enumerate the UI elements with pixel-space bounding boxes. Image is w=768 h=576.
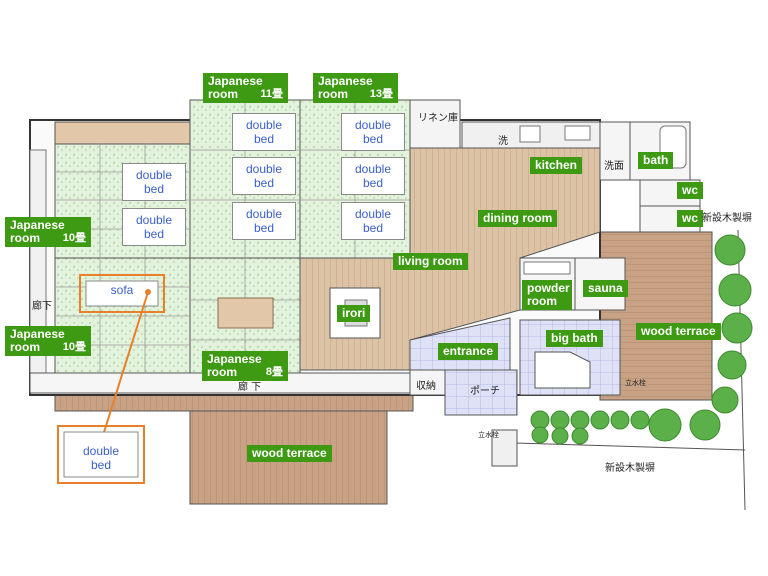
- label-bath: bath: [638, 152, 674, 169]
- label-japanese-room-13: Japanese room 13畳: [313, 73, 398, 103]
- label-big-bath: big bath: [546, 330, 603, 347]
- note-linen: リネン庫: [418, 113, 458, 124]
- note-washroom: 洗面: [604, 161, 624, 172]
- note-corridor-left: 廊下: [32, 301, 52, 312]
- label-line2: room: [10, 340, 40, 354]
- sofabed-text-2: bed: [90, 458, 112, 472]
- label-line1: Japanese: [10, 218, 65, 232]
- label-line2: room: [207, 365, 237, 379]
- label-irori: irori: [337, 305, 371, 322]
- note-faucet-a: 立水栓: [478, 431, 499, 439]
- sofa-label: sofa: [110, 283, 134, 297]
- label-wood-terrace-bottom: wood terrace: [247, 445, 332, 462]
- big-bath-tub: [534, 351, 591, 389]
- sofabed-shape: [63, 431, 139, 478]
- label-line1: Japanese: [318, 74, 373, 88]
- sofa-highlight-frame: [79, 274, 165, 313]
- label-dining-room: dining room: [478, 210, 558, 227]
- label-wc-1: wc: [677, 182, 704, 199]
- sofabed-highlight-frame: [57, 425, 145, 484]
- label-line1: Japanese: [207, 352, 262, 366]
- label-kitchen: kitchen: [530, 157, 583, 174]
- powder-basins: [523, 261, 571, 275]
- bed-text-1: double: [245, 162, 283, 176]
- label-line2: room: [318, 87, 348, 101]
- label-line2: room: [208, 87, 238, 101]
- label-line1: powder: [527, 281, 570, 295]
- stove: [519, 125, 541, 143]
- note-corridor-bottom: 廊 下: [238, 382, 262, 393]
- note-faucet-b: 立水栓: [625, 379, 646, 387]
- faucet-base: [491, 429, 518, 467]
- label-line2: room: [10, 231, 40, 245]
- bed-text-2: bed: [362, 132, 383, 146]
- label-japanese-room-8: Japanese room 8畳: [202, 351, 288, 381]
- label-wc-2: wc: [677, 210, 704, 227]
- washroom-floor: [599, 121, 631, 181]
- label-tatami: 10畳: [62, 232, 86, 244]
- label-line1: Japanese: [10, 327, 65, 341]
- note-porch: ポーチ: [470, 386, 500, 397]
- bed-text-2: bed: [143, 182, 164, 196]
- label-powder-room: powder room: [522, 280, 572, 310]
- bed-text-2: bed: [143, 227, 164, 241]
- label-living-room: living room: [393, 253, 468, 270]
- low-table: [217, 297, 274, 329]
- bed-text-1: double: [245, 118, 283, 132]
- label-tatami: 13畳: [369, 88, 393, 100]
- garden-trees: [530, 234, 753, 445]
- linen-room-floor: [409, 99, 461, 149]
- bed-text-2: bed: [362, 176, 383, 190]
- label-japanese-room-10-upper: Japanese room 10畳: [5, 217, 91, 247]
- sink: [564, 125, 591, 141]
- label-japanese-room-10-lower: Japanese room 10畳: [5, 326, 91, 356]
- label-japanese-room-11: Japanese room 11畳: [203, 73, 288, 103]
- label-line2: room: [527, 294, 557, 308]
- sofabed-text-1: double: [82, 444, 120, 458]
- bed-text-2: bed: [253, 132, 274, 146]
- sofa-pointer-line: [99, 291, 149, 446]
- bed-text-2: bed: [253, 221, 274, 235]
- note-storage: 収納: [416, 381, 436, 392]
- note-fence-bottom: 新設木製塀: [605, 463, 655, 474]
- tokonoma-left: [54, 121, 191, 145]
- note-fence-right: 新設木製塀: [702, 213, 752, 224]
- bed-text-1: double: [135, 213, 173, 227]
- bed-text-1: double: [354, 207, 392, 221]
- label-sauna: sauna: [583, 280, 628, 297]
- label-tatami: 8畳: [265, 366, 283, 378]
- label-entrance: entrance: [438, 343, 499, 360]
- storage-floor: [409, 369, 446, 396]
- note-wash: 洗: [498, 136, 508, 147]
- bed-text-1: double: [245, 207, 283, 221]
- bed-text-1: double: [354, 162, 392, 176]
- bed-text-2: bed: [253, 176, 274, 190]
- label-tatami: 11畳: [260, 88, 283, 100]
- bed-text-1: double: [135, 168, 173, 182]
- label-wood-terrace-right: wood terrace: [636, 323, 721, 340]
- label-line1: Japanese: [208, 74, 263, 88]
- bed-text-2: bed: [362, 221, 383, 235]
- bed-text-1: double: [354, 118, 392, 132]
- label-tatami: 10畳: [62, 341, 86, 353]
